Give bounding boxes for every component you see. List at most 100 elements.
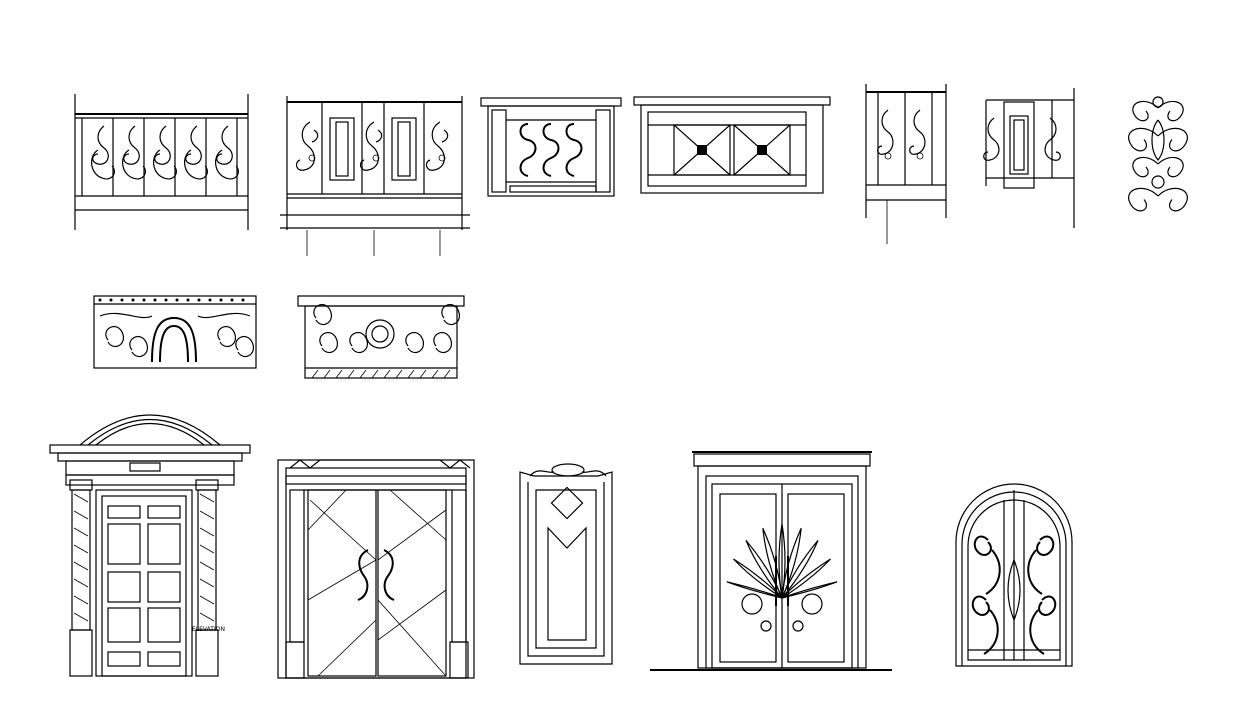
- dot-ornament: [241, 298, 245, 302]
- scroll-ornament: [801, 593, 823, 615]
- dot-ornament: [120, 298, 124, 302]
- scroll-eye: [438, 154, 446, 162]
- scroll-ornament: [565, 123, 583, 177]
- hatch-line: [323, 369, 331, 379]
- scroll-ornament: [405, 332, 424, 353]
- ornament-stem: [1151, 119, 1165, 161]
- scroll-ornament: [217, 326, 236, 347]
- scroll-ornament: [359, 121, 383, 171]
- scroll-ornament: [909, 109, 926, 155]
- door-ornate-single: [519, 463, 613, 665]
- door-shell-double: [650, 451, 892, 671]
- scroll-ornament: [313, 304, 332, 325]
- twisted-column-line: [73, 612, 215, 622]
- scroll-ornament: [349, 332, 368, 353]
- dot-ornament: [197, 298, 201, 302]
- hatch-line: [443, 369, 451, 379]
- scroll-ornament: [983, 117, 1000, 161]
- hatch-line: [383, 369, 391, 379]
- scroll-ornament: [151, 316, 197, 363]
- scroll-ornament: [1157, 127, 1188, 152]
- scroll-ornament: [215, 149, 239, 180]
- shell-rib: [733, 558, 783, 599]
- scroll-eye: [884, 152, 892, 160]
- scroll-ornament: [1132, 100, 1159, 122]
- scroll-ornament: [129, 336, 148, 357]
- door-panel: [107, 651, 141, 667]
- railing-scroll-panels: [280, 96, 470, 256]
- scroll-ornament: [741, 593, 763, 615]
- hatch-line: [359, 369, 367, 379]
- door-arched-ironwork: [955, 483, 1073, 667]
- door-panel: [107, 523, 141, 565]
- railing-scroll-bars: [74, 94, 249, 230]
- dot-ornament: [230, 298, 234, 302]
- door-panel: [107, 505, 141, 519]
- dot-ornament: [153, 298, 157, 302]
- shell-rib: [745, 539, 783, 599]
- door-glass-double: [277, 459, 475, 679]
- door-annotation: ELEVATION: [192, 626, 225, 633]
- shell-rib: [762, 527, 783, 599]
- iron-scroll: [1007, 559, 1021, 622]
- door-panel: [147, 571, 181, 603]
- scroll-ornament: [123, 125, 140, 165]
- scroll-ornament: [1128, 127, 1159, 152]
- iron-scroll: [973, 535, 1001, 595]
- scroll-ornament: [319, 332, 338, 353]
- balcony-rail-ornate-a: [93, 295, 257, 369]
- scroll-ornament: [154, 125, 171, 165]
- hatch-line: [371, 369, 379, 379]
- shell-rib: [778, 523, 786, 599]
- dot-ornament: [109, 298, 113, 302]
- iron-scroll: [971, 595, 999, 655]
- door-panel: [107, 607, 141, 643]
- ornament-center: [1152, 96, 1164, 108]
- ornament-center: [1151, 175, 1165, 189]
- hatch-line: [407, 369, 415, 379]
- ornament-scroll-motif: [1128, 96, 1188, 212]
- hatch-line: [395, 369, 403, 379]
- twisted-column-line: [73, 578, 215, 588]
- scroll-eye: [916, 152, 924, 160]
- scroll-eye: [308, 154, 316, 162]
- shell-rib: [726, 581, 783, 599]
- hatch-line: [431, 369, 439, 379]
- twisted-column-line: [73, 561, 215, 571]
- twisted-column-line: [73, 595, 215, 605]
- scroll-ornament: [235, 336, 254, 357]
- door-panel: [107, 571, 141, 603]
- scroll-ornament: [153, 149, 177, 180]
- rosette: [792, 620, 804, 632]
- dot-ornament: [131, 298, 135, 302]
- scroll-ornament: [1157, 187, 1188, 212]
- twisted-column-line: [73, 527, 215, 537]
- dot-ornament: [98, 298, 102, 302]
- balustrade-s-scrolls: [480, 97, 622, 197]
- scroll-ornament: [441, 304, 460, 325]
- hatch-line: [347, 369, 355, 379]
- twisted-column-line: [73, 493, 215, 503]
- scroll-ornament: [1157, 100, 1184, 122]
- door-classical-arched: ELEVATION: [49, 414, 251, 677]
- balustrade-diamond-panels: [633, 96, 831, 194]
- dot-ornament: [219, 298, 223, 302]
- iron-scroll: [1029, 595, 1057, 655]
- door-panel: [147, 607, 181, 643]
- hatch-line: [311, 369, 319, 379]
- balcony-rail-ornate-b: [297, 295, 465, 379]
- scroll-ornament: [185, 125, 202, 165]
- shell-rib: [781, 558, 831, 599]
- scroll-ornament: [519, 123, 537, 177]
- scroll-ornament: [371, 325, 389, 343]
- railing-twin-scroll: [865, 84, 947, 244]
- door-panel: [147, 523, 181, 565]
- scroll-ornament: [122, 149, 146, 180]
- shell-rib: [781, 527, 802, 599]
- scroll-ornament: [433, 332, 452, 353]
- dot-ornament: [164, 298, 168, 302]
- dot-ornament: [208, 298, 212, 302]
- scroll-ornament: [1128, 187, 1159, 212]
- scroll-ornament: [365, 319, 395, 349]
- dot-ornament: [142, 298, 146, 302]
